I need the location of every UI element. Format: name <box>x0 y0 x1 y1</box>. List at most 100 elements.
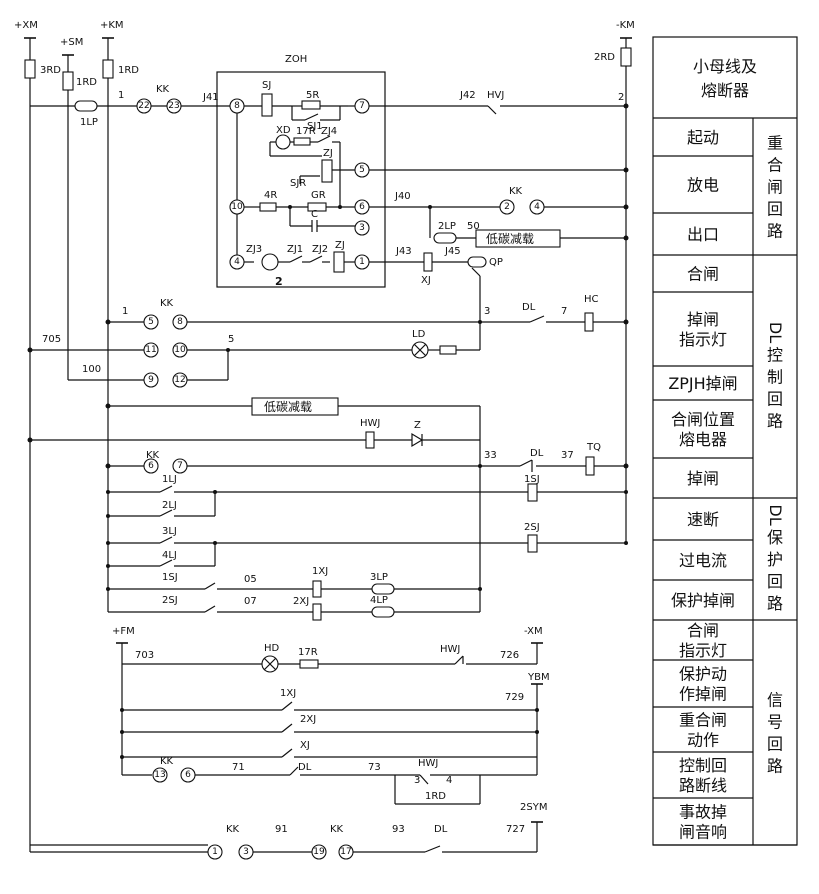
terminal-6 <box>143 458 159 474</box>
node-50: 50 <box>467 221 480 232</box>
resistor-4r <box>259 202 277 212</box>
lp3-label: 3LP <box>370 572 388 583</box>
terminal-1-num: 1 <box>212 847 218 857</box>
table-row-label: 作掉闸 <box>679 685 727 704</box>
terminal-22-num: 22 <box>138 101 149 111</box>
supply-sym-label: 2SYM <box>520 802 547 813</box>
table-row-label: 保护掉闸 <box>671 591 735 610</box>
terminal-13 <box>152 767 168 783</box>
resistor-17r <box>293 137 311 146</box>
hvj-label: HVJ <box>487 90 504 101</box>
node-727: 727 <box>506 824 525 835</box>
coil-zj3 <box>261 253 279 271</box>
table-row-label: 速断 <box>687 510 719 529</box>
link-2lp-label: 2LP <box>438 221 456 232</box>
zoh-5r: 5R <box>306 90 319 101</box>
fuse-1rd-b <box>102 59 114 79</box>
hc-label: HC <box>584 294 599 305</box>
zoh-zj1: ZJ1 <box>287 244 303 255</box>
coil-1sj <box>527 483 538 502</box>
lj3-label: 3LJ <box>162 526 177 537</box>
table-group-label: 路 <box>767 594 783 613</box>
link-3lp <box>371 583 395 595</box>
sj2-label: 2SJ <box>524 522 540 533</box>
kk-top-label: KK <box>156 84 170 95</box>
terminal-11-num: 11 <box>145 345 156 355</box>
table-group-label: 制 <box>767 368 783 387</box>
lowcarbon-1-label: 低碳减载 <box>486 232 534 246</box>
table-row-label: 控制回 <box>679 756 727 775</box>
lowcarbon-2-label: 低碳减载 <box>264 400 312 414</box>
zoh-box <box>216 71 386 288</box>
terminal-7-num: 7 <box>177 461 183 471</box>
link-4lp <box>371 606 395 618</box>
xj2-label: 2XJ <box>293 596 309 607</box>
zoh-c: C <box>311 209 318 220</box>
node-4c: 4 <box>446 775 452 786</box>
zoh-t10: 10 <box>231 202 243 212</box>
terminal-19 <box>311 844 327 860</box>
hwj2-label: HWJ <box>440 644 460 655</box>
coil-hwj <box>365 431 375 449</box>
table-row-label: 合闸位置 <box>671 410 735 429</box>
zoh-t5: 5 <box>359 165 365 175</box>
j41-label: J41 <box>202 92 219 103</box>
xjc-label: XJ <box>300 740 310 751</box>
table-row-label: 出口 <box>687 225 719 244</box>
zoh-title: ZOH <box>285 54 307 65</box>
resistor-5r <box>301 100 321 110</box>
r17b-label: 17R <box>298 647 318 658</box>
kk5-label: KK <box>160 756 174 767</box>
lp4-label: 4LP <box>370 595 388 606</box>
terminal-6-num: 6 <box>148 461 154 471</box>
table-group-label: 回 <box>767 200 783 219</box>
xj1-label: 1XJ <box>312 566 328 577</box>
sj1b-label: 1SJ <box>524 474 540 485</box>
diode-z <box>411 432 424 448</box>
terminal-2-num: 2 <box>504 202 510 212</box>
fuse-3rd-label: 3RD <box>40 65 61 76</box>
protection-contacts <box>106 485 528 613</box>
node-703: 703 <box>135 650 154 661</box>
zoh-gr: GR <box>311 190 326 201</box>
node-705: 705 <box>42 334 61 345</box>
node-1b: 1 <box>122 306 128 317</box>
link-1lp-label: 1LP <box>80 117 98 128</box>
coil-xj <box>423 252 433 272</box>
zoh-zj2: ZJ2 <box>312 244 328 255</box>
lamp-xd <box>275 134 291 150</box>
zoh-zj-b: ZJ <box>335 240 345 251</box>
supply-lines <box>24 37 632 845</box>
coil-sj <box>261 93 273 117</box>
table-group-label: 重 <box>767 134 783 153</box>
table-group-label: 保 <box>767 528 783 547</box>
zoh-t6: 6 <box>359 202 365 212</box>
table-group-label: DL <box>766 322 785 343</box>
coil-1xj <box>312 580 322 598</box>
supply-fm-label: +FM <box>112 626 135 637</box>
ld-label: LD <box>412 329 426 340</box>
link-2lp <box>433 232 457 244</box>
table-group-label: 控 <box>767 346 783 365</box>
coil-2sj <box>527 534 538 553</box>
terminal-4-num: 4 <box>534 202 540 212</box>
dl3-label: DL <box>298 762 312 773</box>
coil-hc <box>584 312 594 332</box>
node-729: 729 <box>505 692 524 703</box>
zoh-17r: 17R <box>296 126 316 137</box>
terminal-3-num: 3 <box>243 847 249 857</box>
node-3: 3 <box>484 306 490 317</box>
node-3c: 3 <box>414 775 420 786</box>
tq-label: TQ <box>586 442 601 453</box>
terminal-12-num: 12 <box>174 375 185 385</box>
coil-2xj <box>312 603 322 621</box>
switch-qp <box>467 256 487 268</box>
node-1: 1 <box>118 90 124 101</box>
node-37: 37 <box>561 450 574 461</box>
terminal-19-num: 19 <box>313 847 325 857</box>
supply-xm-neg-label: -XM <box>524 626 543 637</box>
dl2-label: DL <box>530 448 544 459</box>
circuit-legend-table: 小母线及 熔断器 起动放电出口合闸掉闸指示灯ZPJH掉闸合闸位置熔电器掉闸速断过… <box>652 36 798 846</box>
j43-label: J43 <box>395 246 412 257</box>
